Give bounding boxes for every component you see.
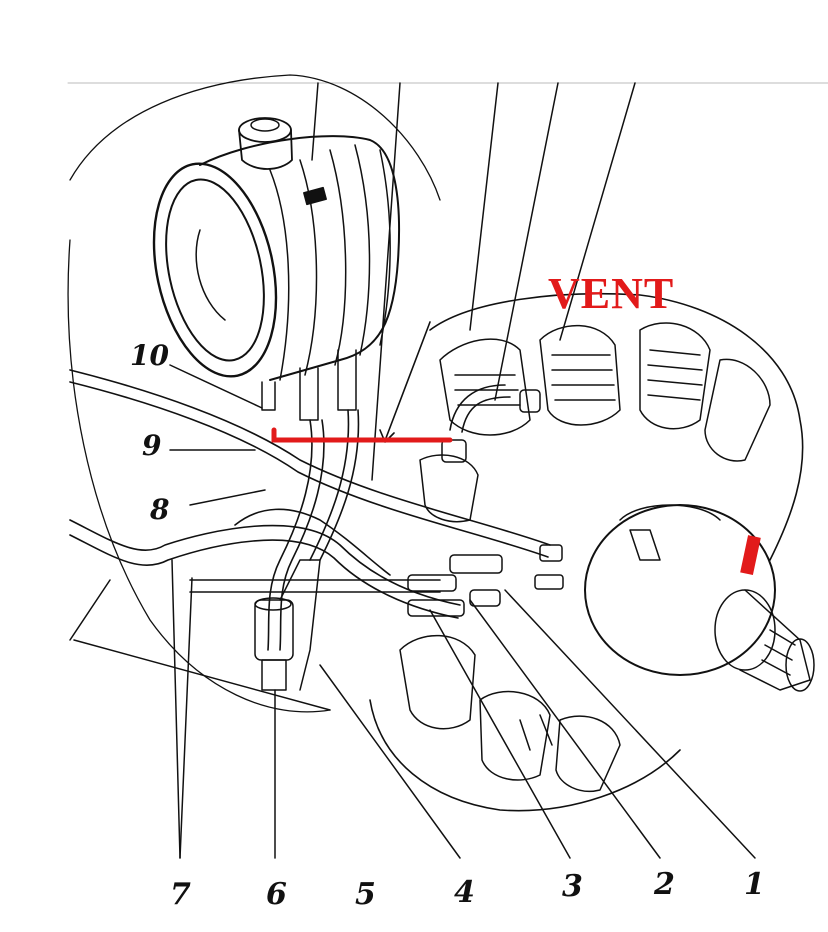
label-2: 2 [654,867,675,902]
label-10: 10 [130,339,169,372]
label-7: 7 [170,877,191,912]
oil-pump-unit [254,559,321,691]
vent-callout: VENT [548,269,675,318]
label-4: 4 [454,875,475,910]
label-5: 5 [355,877,376,912]
oil-tank [152,117,401,421]
callout-arrow [379,321,431,443]
pipe-fittings [407,389,564,617]
hoses [69,369,551,651]
red-marker [740,535,761,576]
label-3: 3 [562,869,583,904]
vent-line [271,427,453,443]
label-8: 8 [150,493,170,526]
leader-top-1 [311,82,319,161]
engine [369,293,815,812]
label-9: 9 [142,429,162,462]
label-6: 6 [266,877,287,912]
label-1: 1 [744,867,765,902]
leader-lines [69,364,756,859]
